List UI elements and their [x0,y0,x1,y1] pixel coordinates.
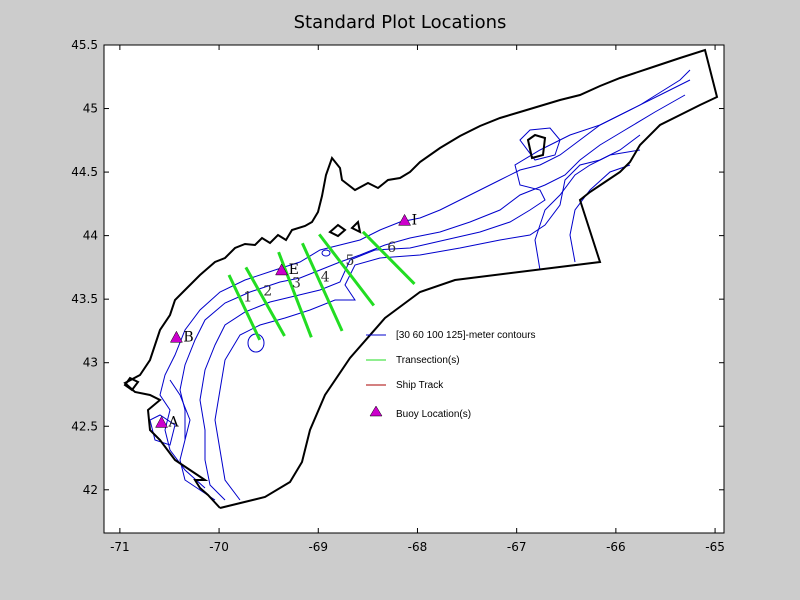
contour-bay [149,414,176,446]
buoy-marker-A [155,415,168,428]
transect-label-4: 4 [321,269,330,285]
transect-line-2 [244,266,286,337]
contour-ns-2 [569,164,631,263]
transect-line-3 [277,251,313,338]
contour-30m [159,79,691,489]
x-tick-label: -69 [308,540,328,554]
transect-label-6: 6 [387,240,396,256]
y-tick-label: 43 [83,356,98,370]
transect-label-1: 1 [243,290,252,306]
x-tick-label: -65 [705,540,725,554]
transect-line-4 [301,242,344,332]
legend-label-transects: Transection(s) [396,355,460,366]
buoy-marker-E [275,263,288,276]
plot-title: Standard Plot Locations [293,12,507,33]
buoy-label-I: I [412,212,418,228]
islands [123,133,547,392]
contour-ns-1 [534,149,641,271]
buoy-marker-I [398,213,411,226]
legend-label-contours: [30 60 100 125]-meter contours [396,330,536,341]
y-tick-label: 45.5 [71,38,98,52]
transect-label-5: 5 [346,253,355,269]
transect-line-6 [361,230,416,285]
contour-cape [169,379,191,441]
buoys: A B E I [155,212,418,430]
coastline [123,48,719,509]
transect-label-2: 2 [263,283,272,299]
axes-box [103,44,725,534]
y-tick-label: 44.5 [71,165,98,179]
contour-60m [179,94,686,501]
x-tick-label: -66 [606,540,626,554]
contour-basin [519,127,561,161]
legend-label-buoys: Buoy Location(s) [396,409,471,420]
x-tick-label: -71 [110,540,130,554]
x-axis: -71 -70 -69 -68 -67 -66 -65 [110,45,725,554]
transect-line-5 [318,233,376,307]
legend-swatch-buoy [369,405,383,417]
x-tick-label: -67 [507,540,527,554]
buoy-label-A: A [168,414,180,430]
y-tick-label: 42 [83,483,98,497]
contour-100m [199,69,691,501]
legend-label-ship-track: Ship Track [396,380,444,391]
contour-island [321,249,331,257]
transect-line-1 [227,274,262,341]
buoy-label-E: E [289,262,299,278]
y-tick-label: 42.5 [71,419,98,433]
y-tick-label: 45 [83,102,98,116]
buoy-label-B: B [183,329,193,345]
x-tick-label: -70 [209,540,229,554]
x-tick-label: -68 [408,540,428,554]
y-tick-label: 43.5 [71,292,98,306]
y-tick-label: 44 [83,229,98,243]
buoy-marker-B [169,330,183,343]
legend: [30 60 100 125]-meter contours Transecti… [366,330,536,420]
transect-label-3: 3 [292,276,301,292]
